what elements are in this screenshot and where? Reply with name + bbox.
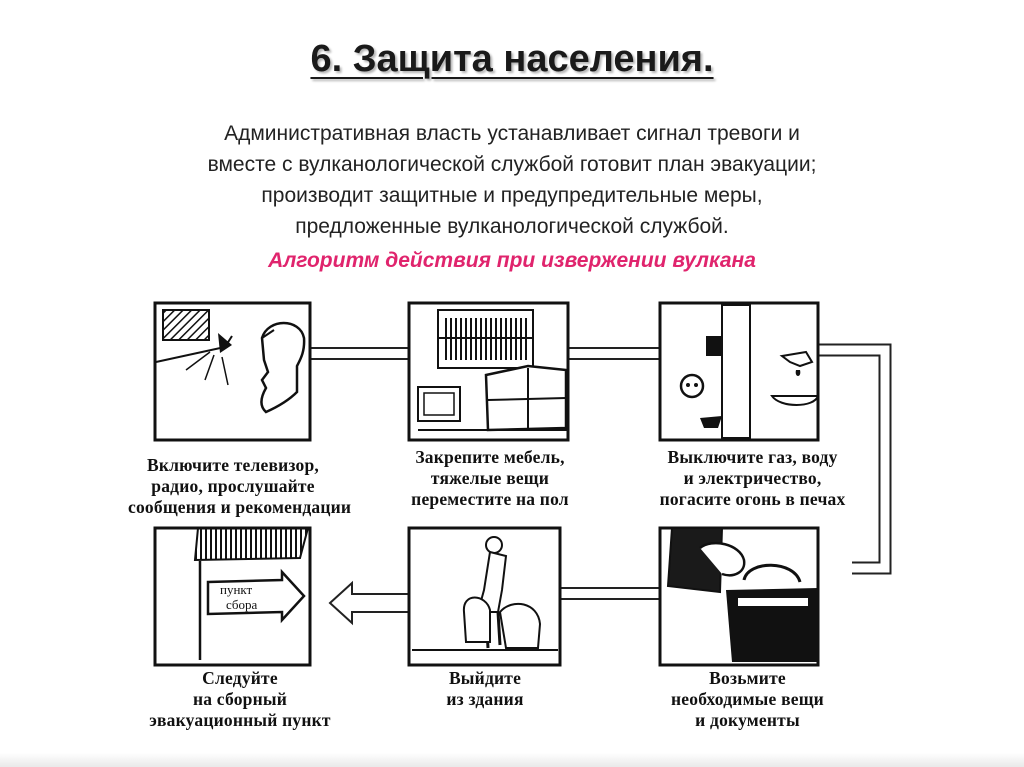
step-caption-documents: Возьмите необходимые вещи и документы xyxy=(655,668,840,731)
connector-top-2 xyxy=(567,347,661,360)
caption-line: Выключите газ, воду xyxy=(667,447,838,467)
wall-window-icon xyxy=(162,309,210,341)
hand-icon xyxy=(699,541,746,577)
caption-line: эвакуационный пункт xyxy=(149,710,331,730)
caption-line: Возьмите xyxy=(709,668,786,688)
step-caption-utilities: Выключите газ, воду и электричество, пог… xyxy=(640,447,865,510)
caption-line: и документы xyxy=(695,710,800,730)
sink-icon xyxy=(770,395,820,406)
connector-top-1 xyxy=(309,347,410,360)
step-caption-leave-building: Выйдите из здания xyxy=(420,668,550,710)
gas-valve-icon xyxy=(706,336,722,356)
speaker-icon xyxy=(218,333,232,353)
step-caption-furniture: Закрепите мебель, тяжелые вещи перемести… xyxy=(395,447,585,510)
intro-line: Административная власть устанавливает си… xyxy=(224,122,800,145)
awning-icon xyxy=(193,527,310,562)
page-bottom-shadow xyxy=(0,753,1024,767)
caption-line: из здания xyxy=(446,689,524,709)
panel-tv-radio xyxy=(153,301,312,442)
briefcase-icon xyxy=(726,588,818,662)
arrow-left xyxy=(328,580,411,626)
connector-right-loop xyxy=(818,343,892,575)
step-caption-tv-radio: Включите телевизор, радио, прослушайте с… xyxy=(128,455,352,518)
caption-line: необходимые вещи xyxy=(671,689,824,709)
pipe-icon xyxy=(721,304,751,439)
caption-line: Следуйте xyxy=(202,668,278,688)
intro-line: предложенные вулканологической службой. xyxy=(295,215,729,238)
panel-furniture xyxy=(407,301,570,442)
panel-documents xyxy=(658,526,820,667)
caption-line: радио, прослушайте xyxy=(151,476,315,496)
bag-icon xyxy=(462,596,491,643)
slide-title: 6. Защита населения. xyxy=(310,38,714,80)
caption-line: и электричество, xyxy=(683,468,822,488)
intro-text: Административная власть устанавливает си… xyxy=(100,118,924,242)
tap-handle-icon xyxy=(700,416,722,428)
caption-line: сообщения и рекомендации xyxy=(128,497,352,517)
panel-leave-building xyxy=(407,526,562,667)
caption-line: на сборный xyxy=(192,689,288,709)
caption-line: Закрепите мебель, xyxy=(415,447,565,467)
assembly-sign-arrow xyxy=(206,568,306,624)
sign-line-1: пункт xyxy=(220,582,253,597)
panel-assembly-point: пункт сбора xyxy=(153,526,312,667)
caption-line: Выйдите xyxy=(448,668,522,688)
suitcase-icon xyxy=(498,602,542,649)
panel-utilities xyxy=(658,301,820,442)
intro-line: вместе с вулканологической службой готов… xyxy=(207,153,817,176)
person-head-icon xyxy=(260,321,306,414)
step-caption-assembly-point: Следуйте на сборный эвакуационный пункт xyxy=(140,668,340,731)
intro-line: производит защитные и предупредительные … xyxy=(261,184,763,207)
connector-bottom-1 xyxy=(559,587,661,600)
algorithm-subtitle: Алгоритм действия при извержении вулкана xyxy=(268,249,756,272)
caption-line: переместите на пол xyxy=(411,489,569,509)
person-icon xyxy=(485,536,503,554)
water-tap-icon xyxy=(779,350,814,368)
socket-icon xyxy=(679,373,705,399)
caption-line: тяжелые вещи xyxy=(430,468,550,488)
caption-line: погасите огонь в печах xyxy=(659,489,846,509)
sign-line-2: сбора xyxy=(226,597,258,612)
caption-line: Включите телевизор, xyxy=(146,455,320,475)
